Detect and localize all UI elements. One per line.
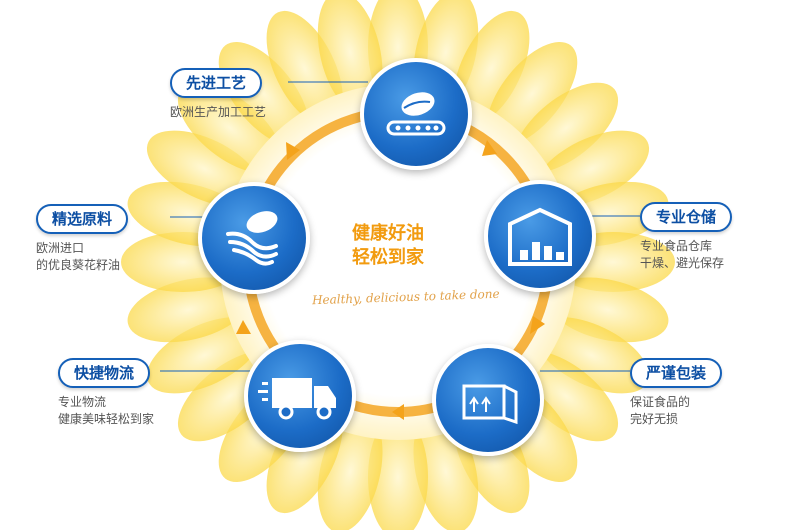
node-circle-advanced-process bbox=[360, 58, 472, 170]
desc-line: 欧洲生产加工工艺 bbox=[170, 105, 267, 119]
node-circle-storage bbox=[484, 180, 596, 292]
node-title-pill: 专业仓储 bbox=[640, 202, 733, 232]
petal bbox=[368, 415, 428, 530]
petal bbox=[218, 41, 310, 146]
petal bbox=[177, 82, 282, 174]
cycle-arrow-icon bbox=[392, 404, 404, 420]
hand-seed-icon bbox=[226, 211, 278, 266]
petal bbox=[146, 317, 262, 394]
node-description: 保证食品的 完好无损 bbox=[630, 394, 722, 428]
node-circle-raw-materials bbox=[198, 182, 310, 294]
desc-line: 专业物流 bbox=[58, 395, 107, 409]
cycle-arrow-icon bbox=[482, 140, 497, 156]
node-circle-logistics bbox=[244, 340, 356, 452]
delivery-truck-icon bbox=[258, 378, 336, 420]
cycle-arrow-icon bbox=[286, 142, 300, 160]
cycle-arrow-icon bbox=[236, 320, 251, 334]
petal bbox=[317, 0, 383, 114]
node-storage: 专业仓储 专业食品仓库 干燥、避光保存 bbox=[640, 202, 733, 272]
petal bbox=[534, 317, 650, 394]
node-packaging: 严谨包装 保证食品的 完好无损 bbox=[630, 358, 723, 428]
node-logistics: 快捷物流 专业物流 健康美味轻松到家 bbox=[58, 358, 154, 428]
node-title-pill: 先进工艺 bbox=[170, 68, 263, 98]
conveyor-seed-icon bbox=[386, 92, 446, 136]
center-line-2: 轻松到家 bbox=[352, 247, 424, 268]
node-description: 欧洲进口 的优良葵花籽油 bbox=[36, 240, 128, 274]
desc-line: 健康美味轻松到家 bbox=[58, 412, 155, 426]
petal bbox=[266, 10, 343, 126]
desc-line: 欧洲进口 bbox=[36, 241, 85, 255]
node-title-pill: 快捷物流 bbox=[58, 358, 151, 388]
node-advanced-process: 先进工艺 欧洲生产加工工艺 bbox=[170, 68, 266, 121]
node-description: 专业物流 健康美味轻松到家 bbox=[58, 394, 154, 428]
petal bbox=[486, 41, 578, 146]
package-box-icon bbox=[462, 384, 518, 425]
center-line-1: 健康好油 bbox=[352, 223, 424, 244]
node-description: 欧洲生产加工工艺 bbox=[170, 104, 266, 121]
desc-line: 完好无损 bbox=[630, 412, 679, 426]
node-title-pill: 严谨包装 bbox=[630, 358, 723, 388]
node-circle-packaging bbox=[432, 344, 544, 456]
desc-line: 的优良葵花籽油 bbox=[36, 258, 121, 272]
petal bbox=[453, 10, 530, 126]
cycle-arrow-icon bbox=[530, 316, 545, 334]
node-description: 专业食品仓库 干燥、避光保存 bbox=[640, 238, 732, 272]
petal bbox=[127, 277, 250, 343]
petal bbox=[514, 82, 619, 174]
desc-line: 专业食品仓库 bbox=[640, 239, 713, 253]
node-raw-materials: 精选原料 欧洲进口 的优良葵花籽油 bbox=[36, 204, 129, 274]
warehouse-icon bbox=[508, 207, 572, 266]
desc-line: 保证食品的 bbox=[630, 395, 691, 409]
node-title-pill: 精选原料 bbox=[36, 204, 129, 234]
desc-line: 干燥、避光保存 bbox=[640, 256, 725, 270]
petal bbox=[514, 350, 619, 442]
center-title: 健康好油 轻松到家 bbox=[352, 222, 452, 270]
